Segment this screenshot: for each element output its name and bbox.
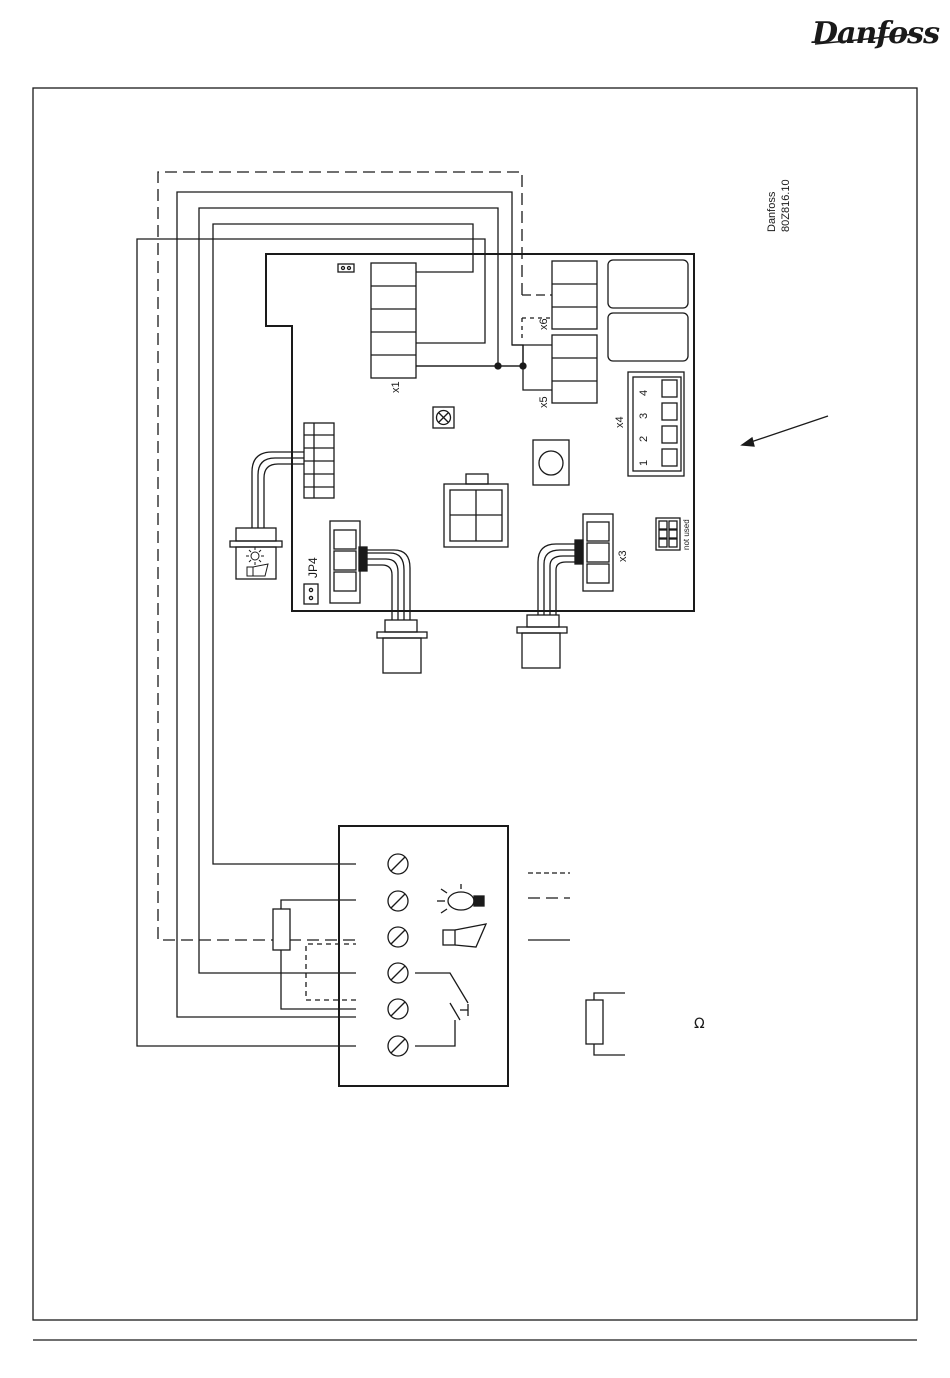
wire-f: [137, 239, 485, 1046]
resistor-symbol: [586, 993, 625, 1055]
wire-dashed-short: [306, 944, 356, 1000]
x4-pin-3: 3: [638, 413, 650, 419]
test-point: [433, 407, 454, 428]
lamp-icon: [437, 884, 484, 913]
lamp-socket-icon: [246, 547, 268, 576]
logo-swoosh: [815, 34, 915, 44]
label-x6: x6: [538, 318, 550, 330]
horn-icon: [443, 924, 486, 947]
unused-header: [656, 518, 680, 550]
connector-left-3pin: [330, 521, 360, 603]
x4-pin-1: 1: [638, 460, 650, 466]
doc-code-label: 80Z816.10: [780, 179, 792, 232]
x4-pin-2: 2: [638, 436, 650, 442]
cable-lamp: [252, 452, 304, 528]
plug-left: [377, 620, 427, 673]
connector-x3: [583, 514, 613, 591]
connector-latch-x3: [575, 540, 583, 564]
doc-company-label: Danfoss: [766, 192, 778, 232]
wire-e: [177, 192, 523, 1017]
label-x5: x5: [538, 396, 550, 408]
label-x1: x1: [390, 381, 402, 393]
wire-a: [213, 224, 473, 864]
center-connector: [444, 474, 508, 547]
terminal-x4: [628, 372, 684, 476]
relay-1: [608, 260, 688, 308]
cable-left: [367, 550, 410, 620]
label-x4: x4: [614, 416, 626, 428]
relay-2: [608, 313, 688, 361]
connector-latch-left: [359, 547, 367, 571]
terminal-x5: [552, 335, 597, 403]
label-x3: x3: [617, 550, 629, 562]
ohm-symbol: Ω: [694, 1016, 705, 1032]
lamp-socket: [230, 528, 282, 579]
label-jp4: JP4: [306, 557, 320, 578]
label-not-used: not used: [682, 519, 691, 550]
switch-symbol: [415, 973, 468, 1046]
ribbon-connector: [304, 423, 334, 498]
jumper-jp4: [304, 584, 318, 604]
terminal-screws: [388, 854, 408, 1056]
plug-x3: [517, 615, 567, 668]
terminal-box: [339, 826, 508, 1086]
push-button: [533, 440, 569, 485]
arrow-head: [742, 438, 754, 446]
junction-1: [495, 363, 501, 369]
page-frame: [33, 88, 917, 1320]
jumper-top: [338, 264, 354, 272]
terminal-x6: [552, 261, 597, 329]
resistor-inline: [273, 909, 290, 950]
junction-2: [520, 363, 526, 369]
cable-x3: [538, 544, 575, 615]
terminal-x1: [371, 263, 416, 378]
x4-pin-4: 4: [638, 390, 650, 396]
wire-b: [281, 900, 356, 909]
pointer-arrow: [742, 416, 828, 445]
